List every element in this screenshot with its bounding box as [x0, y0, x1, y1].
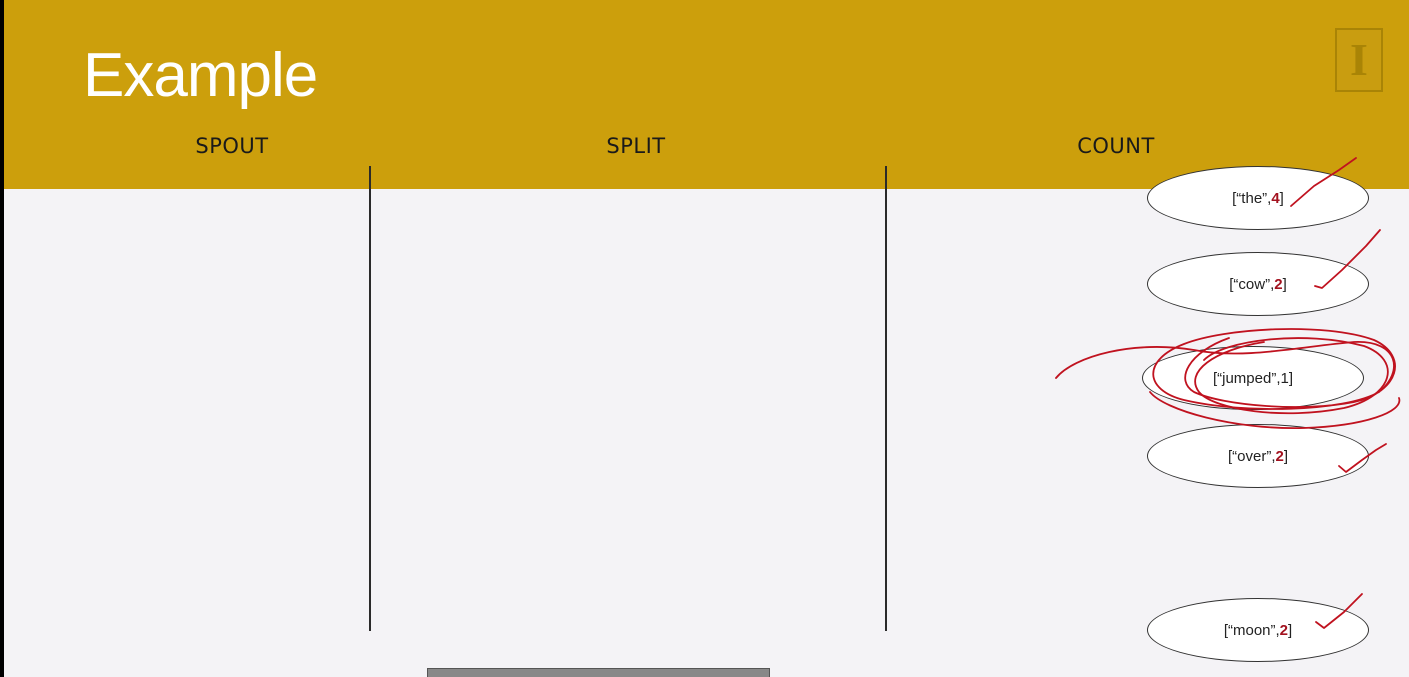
- slide-header: Example I SPOUT SPLIT COUNT: [4, 0, 1409, 189]
- column-divider: [369, 166, 371, 631]
- tuple-key: [“jumped”,: [1212, 369, 1281, 387]
- tuple-close: ]: [1279, 189, 1284, 207]
- tuple-close: ]: [1283, 447, 1289, 465]
- tuple-close: ]: [1288, 369, 1294, 387]
- tuple-count: 4: [1271, 189, 1280, 207]
- horizontal-scrollbar[interactable]: [427, 668, 770, 677]
- logo-glyph: I: [1350, 34, 1368, 85]
- tuple-count: 1: [1280, 369, 1289, 387]
- tuple-close: ]: [1288, 621, 1293, 639]
- tuple-key: [“over”,: [1227, 447, 1276, 465]
- tuple-key: [“cow”,: [1229, 275, 1275, 293]
- column-header-spout: SPOUT: [195, 134, 269, 158]
- column-header-split: SPLIT: [606, 134, 666, 158]
- slide: Example I SPOUT SPLIT COUNT [“the”, 4] […: [4, 0, 1409, 677]
- tuple-cow: [“cow”, 2]: [1147, 252, 1369, 316]
- tuple-moon: [“moon”, 2]: [1147, 598, 1369, 662]
- tuple-jumped: [“jumped”, 1]: [1142, 346, 1364, 410]
- tuple-key: [“moon”,: [1223, 621, 1280, 639]
- university-logo-icon: I: [1335, 28, 1383, 92]
- tuple-count: 2: [1279, 621, 1289, 639]
- column-divider: [885, 166, 887, 631]
- tuple-count: 2: [1275, 447, 1284, 465]
- tuple-count: 2: [1274, 275, 1283, 293]
- column-header-count: COUNT: [1077, 134, 1155, 158]
- tuple-close: ]: [1282, 275, 1287, 293]
- tuple-over: [“over”, 2]: [1147, 424, 1369, 488]
- tuple-the: [“the”, 4]: [1147, 166, 1369, 230]
- tuple-key: [“the”,: [1232, 189, 1272, 207]
- slide-title: Example: [83, 41, 318, 110]
